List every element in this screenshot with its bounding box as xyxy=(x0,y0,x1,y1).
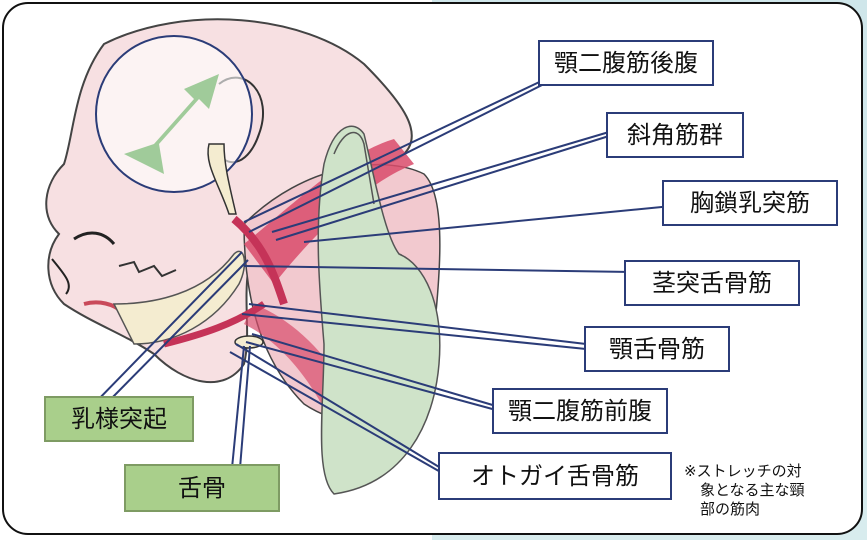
label-stylohyoid: 茎突舌骨筋 xyxy=(624,260,800,306)
footnote-line-2: 象となる主な頸 xyxy=(684,481,844,500)
label-digastric-anterior: 顎二腹筋前腹 xyxy=(492,388,668,434)
label-sternocleidomastoid: 胸鎖乳突筋 xyxy=(662,180,838,226)
label-digastric-posterior: 顎二腹筋後腹 xyxy=(538,40,714,86)
label-mylohyoid: 顎舌骨筋 xyxy=(584,326,730,372)
zoom-circle xyxy=(96,36,252,192)
label-hyoid-bone: 舌骨 xyxy=(124,464,280,512)
label-scalene: 斜角筋群 xyxy=(606,112,744,158)
footnote: ※ストレッチの対 象となる主な頸 部の筋肉 xyxy=(684,462,844,519)
footnote-line-1: ※ストレッチの対 xyxy=(684,462,844,481)
label-mastoid-process: 乳様突起 xyxy=(44,396,194,442)
footnote-line-3: 部の筋肉 xyxy=(684,500,844,519)
label-geniohyoid: オトガイ舌骨筋 xyxy=(438,452,672,500)
